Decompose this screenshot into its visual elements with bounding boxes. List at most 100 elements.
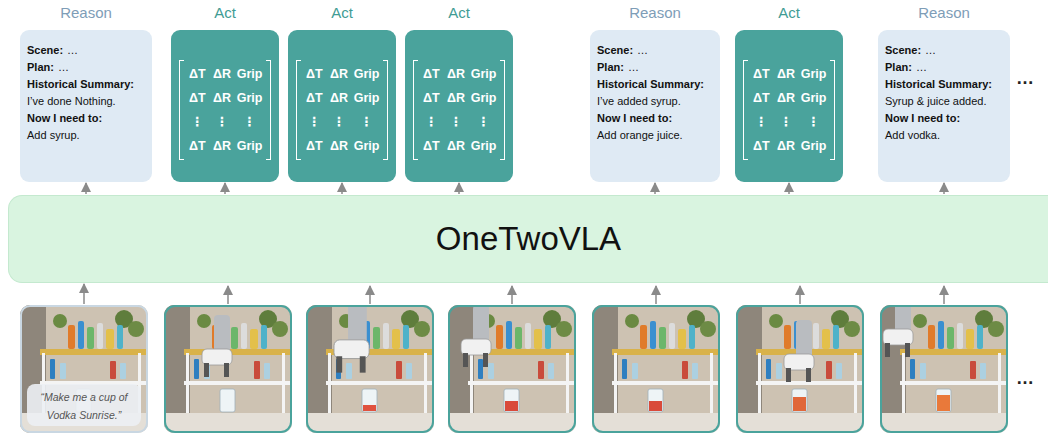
act-box: ActΔTΔRGripΔTΔRGrip⋮⋮⋮ΔTΔRGrip — [405, 30, 513, 182]
text-line: Plan: … — [27, 59, 147, 76]
drawing-part — [448, 305, 576, 433]
matrix-cell: ΔR — [327, 138, 352, 154]
text-line: Now I need to: — [885, 110, 1005, 127]
band-box: OneTwoVLA — [8, 195, 1048, 283]
text-line: Historical Summary: — [885, 76, 1005, 93]
drawing-part — [505, 401, 518, 411]
drawing-part — [20, 305, 148, 433]
action-matrix: ΔTΔRGripΔTΔRGrip⋮⋮⋮ΔTΔRGrip — [743, 60, 835, 160]
matrix-cell: Grip — [798, 90, 829, 106]
field-value: Add vodka. — [885, 129, 940, 141]
action-matrix: ΔTΔRGripΔTΔRGrip⋮⋮⋮ΔTΔRGrip — [413, 60, 505, 160]
text-line: Scene:… — [27, 42, 147, 59]
flow-arrow — [943, 183, 945, 194]
matrix-cell: ⋮ — [327, 114, 352, 130]
text-line: Add orange juice. — [597, 127, 715, 144]
text-line: Syrup & juice added. — [885, 93, 1005, 110]
drawing-part — [937, 395, 950, 411]
matrix-cell: ΔR — [444, 90, 469, 106]
drawing-part — [737, 306, 863, 432]
quote-box: “Make me a cup of Vodka Sunrise.” — [20, 305, 148, 433]
matrix-cell: ΔT — [185, 66, 210, 82]
field-label: Historical Summary: — [885, 78, 992, 90]
model-name: OneTwoVLA — [436, 220, 621, 258]
reason-box: ReasonScene:…Plan:…Historical Summary:I’… — [20, 30, 152, 182]
field-label: Now I need to: — [597, 112, 672, 124]
matrix-cell: ΔR — [774, 138, 799, 154]
text-line: Add vodka. — [885, 127, 1005, 144]
text-line: Add syrup. — [27, 127, 147, 144]
matrix-cell: ⋮ — [302, 114, 327, 130]
matrix-bracket — [296, 60, 301, 160]
matrix-cell: ⋮ — [798, 114, 829, 130]
matrix-bracket — [179, 60, 184, 160]
text-line: Scene:… — [597, 42, 715, 59]
field-value: … — [916, 61, 927, 73]
matrix-cell: ⋮ — [444, 114, 469, 130]
matrix-cell: ΔT — [419, 138, 444, 154]
drawing-part — [363, 405, 376, 411]
section-header: Reason — [578, 4, 732, 21]
matrix-cell: Grip — [798, 138, 829, 154]
matrix-cell: Grip — [798, 66, 829, 82]
text-line: I’ve added syrup. — [597, 93, 715, 110]
text-line: Now I need to: — [597, 110, 715, 127]
field-value: … — [67, 44, 78, 56]
matrix-cell: ⋮ — [468, 114, 499, 130]
text-line: Now I need to: — [27, 110, 147, 127]
matrix-cell: ΔT — [419, 66, 444, 82]
instruction-text: “Make me a cup of Vodka Sunrise.” — [41, 391, 128, 421]
field-value: … — [58, 61, 69, 73]
matrix-cell: ΔR — [327, 90, 352, 106]
section-header: Reason — [866, 4, 1022, 21]
field-label: Scene: — [597, 44, 633, 56]
photo — [592, 305, 720, 433]
section-header: Reason — [8, 4, 164, 21]
matrix-cell: ΔR — [210, 66, 235, 82]
matrix-cell: ΔR — [444, 66, 469, 82]
text-line: I’ve done Nothing. — [27, 93, 147, 110]
matrix-cell: ⋮ — [419, 114, 444, 130]
arrow-line — [228, 286, 944, 304]
matrix-cell: ΔT — [419, 90, 444, 106]
flow-arrow — [224, 183, 226, 194]
matrix-bracket — [743, 60, 748, 160]
matrix-cell: ΔR — [210, 90, 235, 106]
field-label: Plan: — [27, 61, 54, 73]
matrix-cell: ⋮ — [234, 114, 265, 130]
matrix-cell: Grip — [468, 66, 499, 82]
matrix-cell: ΔT — [302, 138, 327, 154]
section-header: Act — [723, 4, 855, 21]
matrix-cell: Grip — [468, 90, 499, 106]
matrix-grid: ΔTΔRGripΔTΔRGrip⋮⋮⋮ΔTΔRGrip — [413, 60, 505, 160]
action-matrix: ΔTΔRGripΔTΔRGrip⋮⋮⋮ΔTΔRGrip — [179, 60, 271, 160]
photo-frame — [165, 306, 1007, 432]
matrix-cell: ΔT — [749, 138, 774, 154]
drawing-part — [307, 306, 433, 432]
drawing-part — [799, 286, 801, 304]
matrix-cell: ΔR — [210, 138, 235, 154]
matrix-bracket — [383, 60, 388, 160]
field-value: … — [628, 61, 639, 73]
matrix-bracket — [830, 60, 835, 160]
matrix-cell: Grip — [234, 90, 265, 106]
field-value: Syrup & juice added. — [885, 95, 987, 107]
drawing-part — [592, 305, 720, 433]
matrix-cell: Grip — [234, 66, 265, 82]
photo — [448, 305, 576, 433]
flow-arrow — [788, 183, 790, 194]
matrix-cell: ⋮ — [351, 114, 382, 130]
reason-box: ReasonScene:…Plan:…Historical Summary:I’… — [590, 30, 720, 182]
flow-arrow — [341, 183, 343, 194]
reason-text: Scene:…Plan:…Historical Summary:I’ve add… — [597, 42, 715, 144]
drawing-part — [943, 286, 945, 304]
act-box: ActΔTΔRGripΔTΔRGrip⋮⋮⋮ΔTΔRGrip — [171, 30, 279, 182]
text-line: Plan:… — [885, 59, 1005, 76]
matrix-cell: ΔT — [185, 90, 210, 106]
matrix-cell: Grip — [351, 138, 382, 154]
matrix-cell: ΔT — [302, 66, 327, 82]
matrix-cell: ⋮ — [185, 114, 210, 130]
matrix-cell: ΔT — [185, 138, 210, 154]
matrix-cell: Grip — [351, 90, 382, 106]
